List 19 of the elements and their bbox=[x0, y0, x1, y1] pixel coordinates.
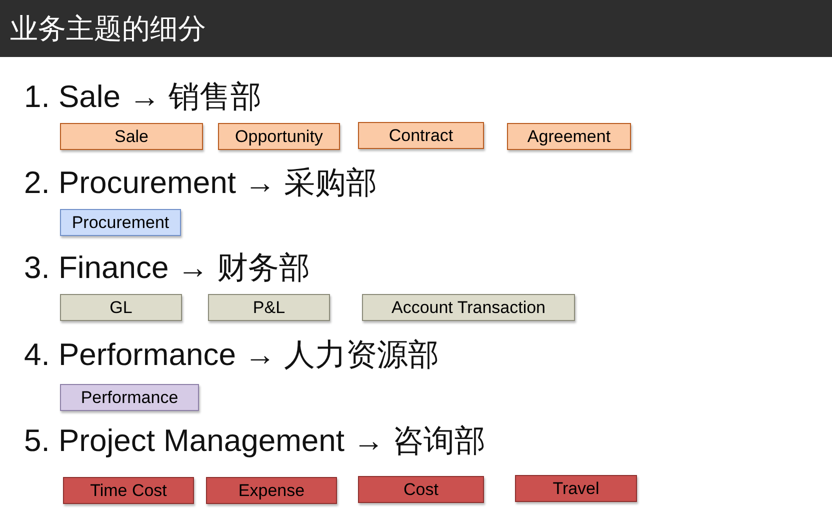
topic-box: Expense bbox=[206, 477, 337, 504]
topic-box: Account Transaction bbox=[362, 294, 575, 321]
topic-box: Sale bbox=[60, 123, 203, 150]
topic-box: GL bbox=[60, 294, 182, 321]
section-heading: 1. Sale → 销售部 bbox=[24, 78, 262, 116]
topic-box: Procurement bbox=[60, 209, 181, 236]
section-heading: 4. Performance → 人力资源部 bbox=[24, 336, 440, 374]
topic-box: Opportunity bbox=[218, 123, 340, 150]
title-bar: 业务主题的细分 bbox=[0, 0, 832, 57]
topic-box: Agreement bbox=[507, 123, 631, 150]
topic-box: Cost bbox=[358, 476, 484, 503]
section-heading: 5. Project Management → 咨询部 bbox=[24, 422, 486, 460]
topic-box: Travel bbox=[515, 475, 637, 502]
topic-box: Contract bbox=[358, 122, 484, 149]
section-heading: 3. Finance → 财务部 bbox=[24, 249, 310, 287]
section-heading: 2. Procurement → 采购部 bbox=[24, 164, 378, 202]
topic-box: P&L bbox=[208, 294, 330, 321]
topic-box: Time Cost bbox=[63, 477, 194, 504]
topic-box: Performance bbox=[60, 384, 199, 411]
